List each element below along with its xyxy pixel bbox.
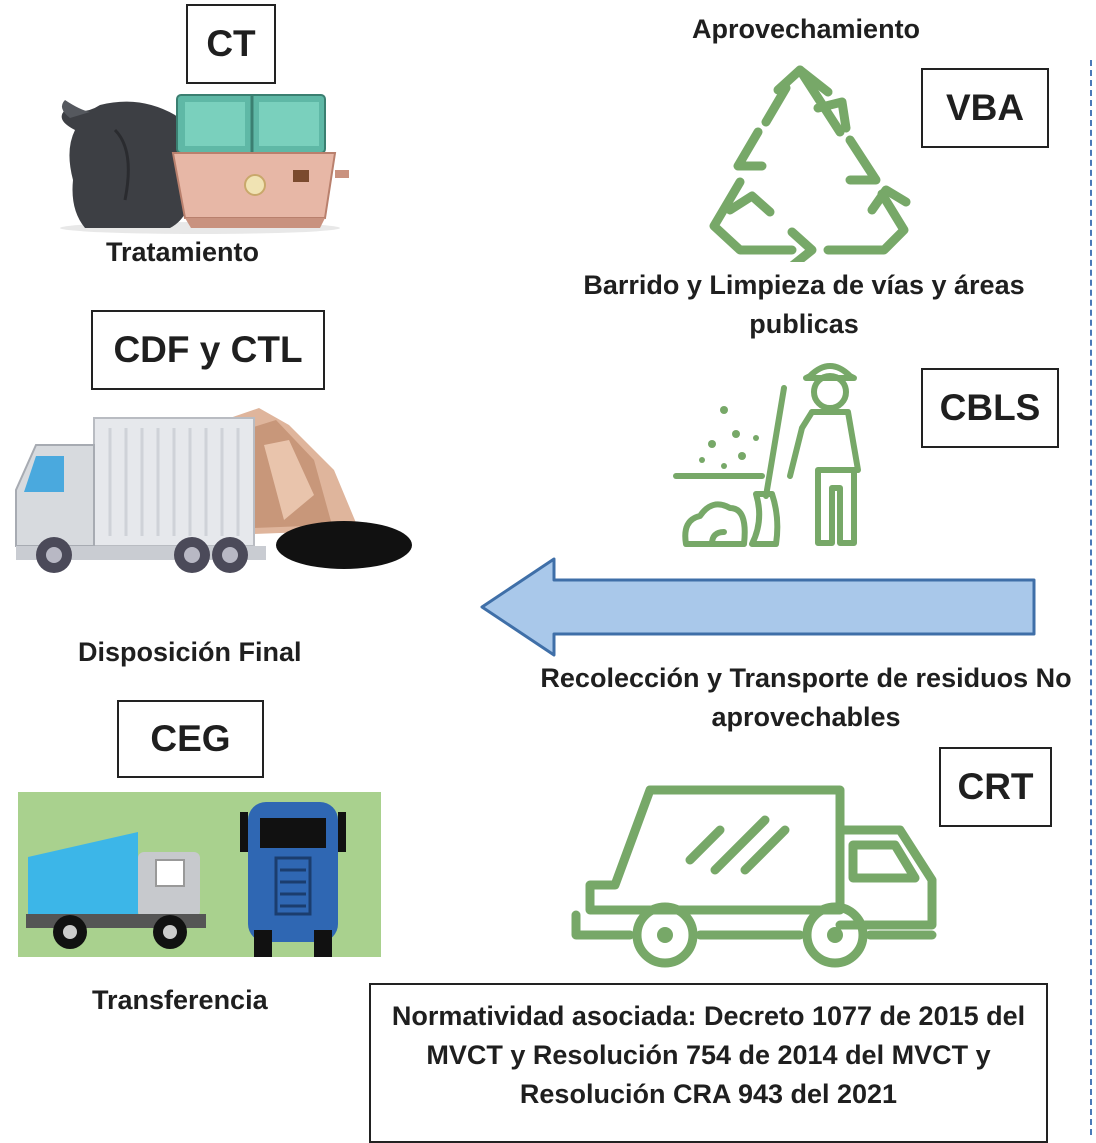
transfer-trucks-icon: [26, 802, 346, 957]
flow-arrow: [480, 557, 1036, 657]
aprovechamiento-label: Aprovechamiento: [692, 14, 921, 44]
crt-box: CRT: [939, 747, 1052, 827]
vba-box: VBA: [921, 68, 1049, 148]
garbage-truck-icon: [571, 785, 937, 968]
recoleccion-label: Recolección y Transporte de residuos No …: [540, 663, 1072, 733]
cdf-ctl-box: CDF y CTL: [91, 310, 325, 390]
cbls-box: CBLS: [921, 368, 1059, 448]
ct-box: CT: [186, 4, 276, 84]
normatividad-box: Normatividad asociada: Decreto 1077 de 2…: [369, 983, 1048, 1143]
recycle-icon: [709, 65, 911, 262]
landfill-truck-icon: [15, 408, 412, 573]
ceg-box: CEG: [117, 700, 264, 778]
transferencia-label: Transferencia: [92, 985, 268, 1015]
tratamiento-label: Tratamiento: [106, 237, 260, 267]
waste-container-icon: [60, 94, 349, 234]
barrido-label: Barrido y Limpieza de vías y áreas publi…: [583, 270, 1025, 340]
transfer-trucks-panel: [18, 792, 381, 957]
dashed-divider: [1090, 60, 1092, 1135]
street-sweeper-icon: [673, 363, 861, 547]
disposicion-label: Disposición Final: [78, 637, 302, 667]
